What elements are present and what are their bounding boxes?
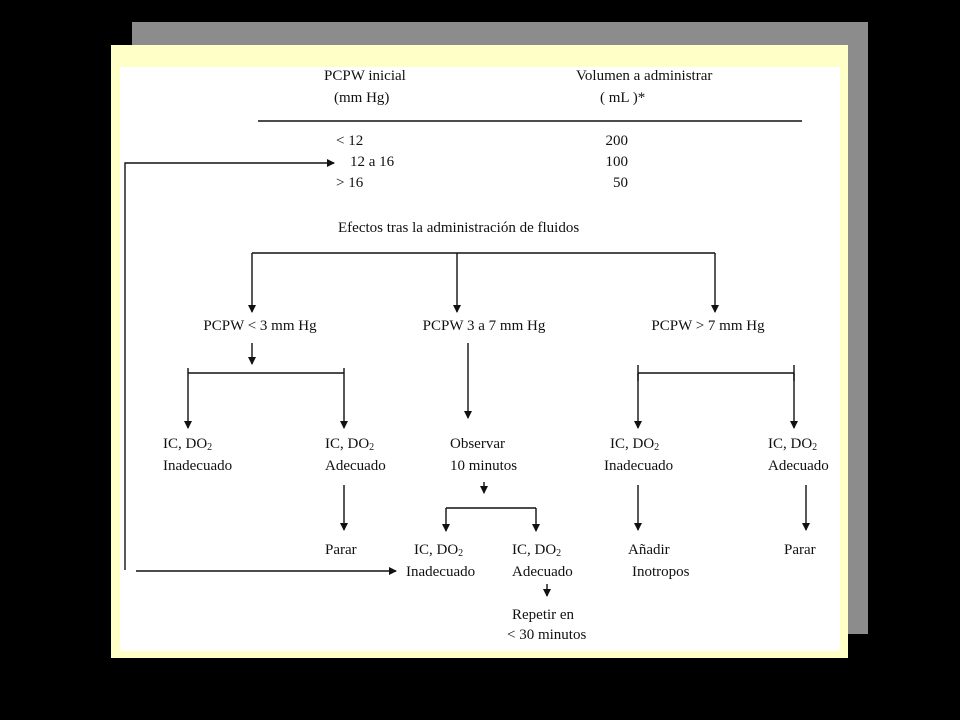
middle-repeat: Repetir en (512, 607, 575, 623)
effects-title: Efectos tras la administración de fluido… (338, 220, 580, 236)
left-outcome-inadequate: Inadecuado (163, 458, 233, 474)
middle-outcome-inadequate: Inadecuado (406, 564, 476, 580)
middle-observe: Observar (450, 436, 505, 452)
middle-outcome-adequate: Adecuado (512, 564, 573, 580)
table-row-volume: 50 (613, 175, 628, 191)
middle-outcome-adequate-label: IC, DO2 (512, 542, 562, 559)
right-outcome-adequate-label: IC, DO2 (768, 436, 818, 453)
right-action-add: Añadir (628, 542, 670, 558)
right-action-inotropes: Inotropos (632, 564, 690, 580)
middle-repeat-interval: < 30 minutos (507, 627, 587, 643)
left-outcome-adequate: Adecuado (325, 458, 386, 474)
table-row-pcpw: > 16 (336, 175, 364, 191)
table-row-pcpw: 12 a 16 (350, 154, 395, 170)
table-header-pcpw: PCPW inicial (324, 68, 406, 84)
right-action-stop: Parar (784, 542, 816, 558)
right-outcome-adequate: Adecuado (768, 458, 829, 474)
right-outcome-inadequate: Inadecuado (604, 458, 674, 474)
table-header-volume-unit: ( mL )* (600, 90, 646, 106)
branch-middle-title: PCPW 3 a 7 mm Hg (422, 318, 546, 334)
table-header-pcpw-unit: (mm Hg) (334, 90, 390, 106)
middle-outcome-inadequate-label: IC, DO2 (414, 542, 464, 559)
diagram-panel (120, 67, 840, 651)
loop-back-connector (124, 159, 335, 570)
table-row-pcpw: < 12 (336, 133, 364, 149)
branch-left-title: PCPW < 3 mm Hg (203, 318, 317, 334)
middle-observe-duration: 10 minutos (450, 458, 518, 474)
table-header-volume: Volumen a administrar (576, 68, 713, 84)
table-row-volume: 100 (605, 154, 629, 170)
table-row-volume: 200 (605, 133, 629, 149)
left-action-stop: Parar (325, 542, 357, 558)
left-outcome-inadequate-label: IC, DO2 (163, 436, 213, 453)
branch-right-title: PCPW > 7 mm Hg (651, 318, 765, 334)
left-outcome-adequate-label: IC, DO2 (325, 436, 375, 453)
right-outcome-inadequate-label: IC, DO2 (610, 436, 660, 453)
